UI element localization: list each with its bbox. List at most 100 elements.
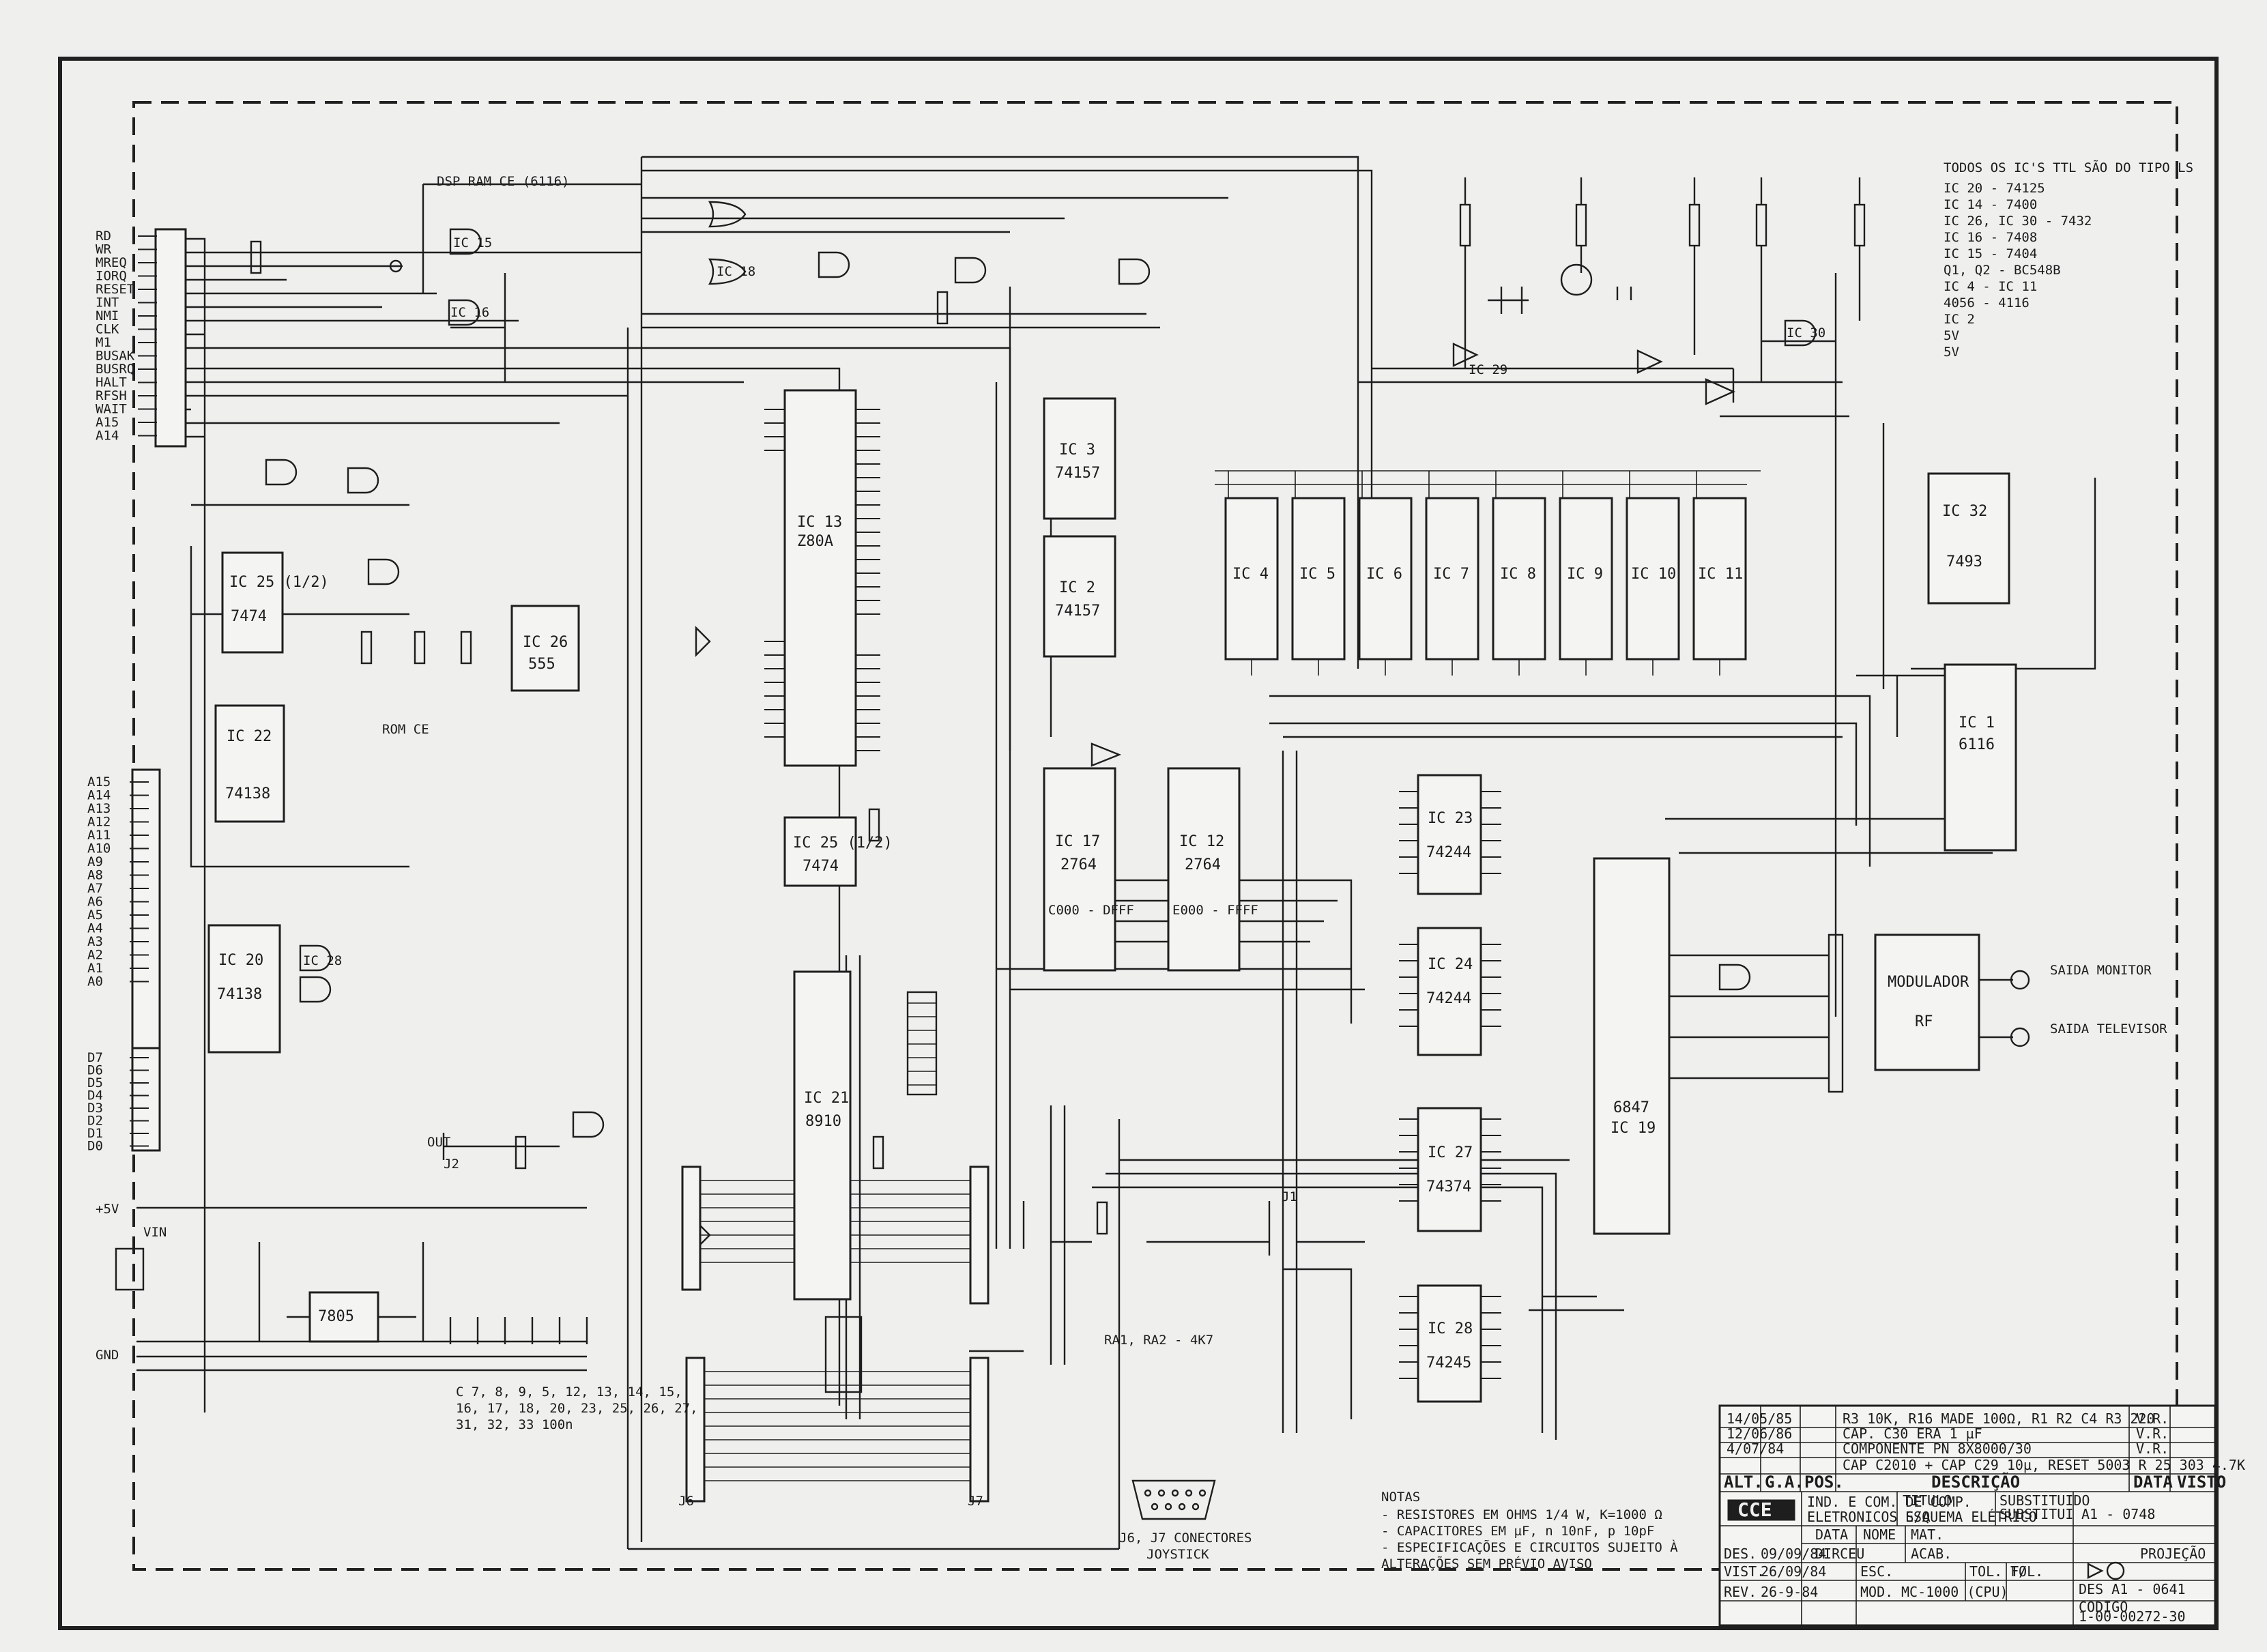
ic28b-label: IC 28 (1428, 1320, 1473, 1337)
control-bus-label: RESET (96, 282, 134, 297)
audio-section (442, 1133, 1271, 1256)
data-bus-label: D6 (87, 1063, 103, 1078)
power-vin-label: VIN (143, 1225, 167, 1240)
ic29-label: IC 29 (1469, 362, 1507, 377)
control-bus-label: BUSRQ (96, 362, 134, 377)
codigo-value: 1-00-00272-30 (2079, 1608, 2186, 1625)
tol-label: TOL. F/ (1969, 1563, 2027, 1580)
ic3-chip (1043, 397, 1116, 520)
ic19-part: 6847 (1613, 1099, 1649, 1116)
ic16-label: IC 16 (450, 305, 489, 320)
ic12-label: IC 12 (1179, 833, 1224, 850)
ic21-chip (793, 970, 852, 1301)
control-bus-label: RFSH (96, 388, 127, 403)
ttl-note-line: IC 15 - 7404 (1944, 246, 2037, 261)
ic28-label: IC 28 (303, 953, 342, 968)
ic25a-label: IC 25 (1/2) (229, 574, 329, 591)
ic33-part: 7805 (318, 1308, 354, 1325)
projection-symbol-icon (2087, 1561, 2125, 1580)
address-bus-label: A3 (87, 934, 103, 949)
ic24-part: 74244 (1426, 990, 1471, 1007)
alt-row-text: R3 10K, R16 MADE 100Ω, R1 R2 C4 R3 220 (1843, 1410, 2155, 1427)
ram-chip (1692, 497, 1747, 661)
caps-note-c: 31, 32, 33 100n (456, 1417, 573, 1432)
address-bus-label: A8 (87, 868, 103, 883)
descricao-header: DESCRIÇÃO (1931, 1472, 2020, 1492)
ic13-part: Z80A (797, 533, 833, 550)
projecao-label: PROJEÇÃO (2140, 1546, 2206, 1562)
ram-chip (1492, 497, 1546, 661)
ic23-part: 74244 (1426, 844, 1471, 861)
notes-line: - RESISTORES EM OHMS 1/4 W, K=1000 Ω (1381, 1507, 1662, 1522)
ic13-pins (764, 409, 880, 751)
outer-border (58, 57, 2219, 1630)
rom-ce-label: ROM CE (382, 722, 429, 737)
ic22-part: 74138 (225, 785, 270, 802)
j6-label: J6 (678, 1494, 694, 1509)
ttl-note-line: IC 26, IC 30 - 7432 (1944, 214, 2092, 229)
alt-row-date: 14/05/85 (1727, 1410, 1792, 1427)
ic24-label: IC 24 (1428, 956, 1473, 973)
des-name: DIRCEU (1815, 1546, 1864, 1562)
ram-bank: IC 4 IC 5 IC 6 IC 7 IC 8 IC 9 IC 10 IC 1… (1215, 470, 1761, 676)
alt-row-visto: V.R. (2136, 1425, 2169, 1442)
ttl-note-line: IC 20 - 74125 (1944, 181, 2045, 196)
ram-chip (1425, 497, 1479, 661)
ic26-chip (510, 605, 580, 692)
alt-row-text: CAP. C30 ERA 1 µF (1843, 1425, 1982, 1442)
control-bus-label: MREQ (96, 255, 127, 270)
ic12-part: 2764 (1185, 856, 1221, 873)
alt-row-text: CAP C2010 + CAP C29 10µ, RESET 5003 R 25… (1843, 1457, 2245, 1473)
alt-row-visto: V.R. (2136, 1410, 2169, 1427)
ic26-label: IC 26 (523, 634, 568, 651)
control-bus-label: WR (96, 242, 111, 257)
control-bus-label: M1 (96, 335, 111, 350)
ic17-label: IC 17 (1055, 833, 1100, 850)
data-bus-label: D3 (87, 1101, 103, 1116)
ra-note: RA1, RA2 - 4K7 (1104, 1333, 1213, 1348)
titulo-label: TITULO (1903, 1492, 1952, 1509)
address-bus-label: A0 (87, 974, 103, 989)
address-bus-label: A14 (87, 788, 111, 803)
data-bus-label: D2 (87, 1114, 103, 1129)
tv-jack-icon (2010, 1027, 2030, 1047)
ram-chip (1626, 497, 1680, 661)
control-bus-label: RD (96, 229, 111, 244)
control-bus-label: INT (96, 295, 119, 310)
des-date: 09/09/84 (1761, 1546, 1826, 1562)
ic20-chip (207, 924, 281, 1054)
power-supply (115, 1206, 588, 1372)
ram-chip (1291, 497, 1346, 661)
caps-note-a: C 7, 8, 9, 5, 12, 13, 14, 15, (456, 1385, 682, 1400)
db9-connector-icon (1131, 1479, 1216, 1520)
ic22-chip (214, 704, 285, 823)
modulator-sub: RF (1915, 1013, 1933, 1030)
ic13-label: IC 13 (797, 514, 842, 531)
control-bus-label: NMI (96, 308, 119, 323)
control-connector (154, 228, 187, 448)
ic22-label: IC 22 (227, 728, 272, 745)
address-bus-label: A2 (87, 948, 103, 963)
joystick-connectors (681, 1165, 990, 1503)
data-bus-label: D0 (87, 1139, 103, 1154)
ic17-part: 2764 (1060, 856, 1097, 873)
ic21-label: IC 21 (804, 1090, 849, 1107)
control-bus-label: BUSAK (96, 349, 135, 364)
control-bus-label: HALT (96, 375, 127, 390)
ic28b-part: 74245 (1426, 1354, 1471, 1372)
alt-header: ALT. (1724, 1473, 1763, 1492)
substitui-label: SUBSTITUI (1999, 1506, 2073, 1522)
ic19-label: IC 19 (1611, 1120, 1656, 1137)
ic13-chip (783, 389, 857, 767)
address-bus-label: A6 (87, 895, 103, 910)
control-bus-label: IORQ (96, 269, 127, 284)
substitui-value: A1 - 0748 (2081, 1506, 2155, 1522)
ic23-chip (1417, 774, 1482, 895)
col-nome: NOME (1863, 1526, 1896, 1543)
col-mat: MAT. (1911, 1526, 1944, 1543)
notes-line: - CAPACITORES EM µF, n 10nF, p 10pF (1381, 1524, 1654, 1539)
alt-row-date: 4/07/84 (1727, 1440, 1784, 1457)
audio-out-label: OUT (427, 1135, 450, 1150)
resistor-array (824, 991, 938, 1393)
address-bus-label: A10 (87, 841, 111, 856)
